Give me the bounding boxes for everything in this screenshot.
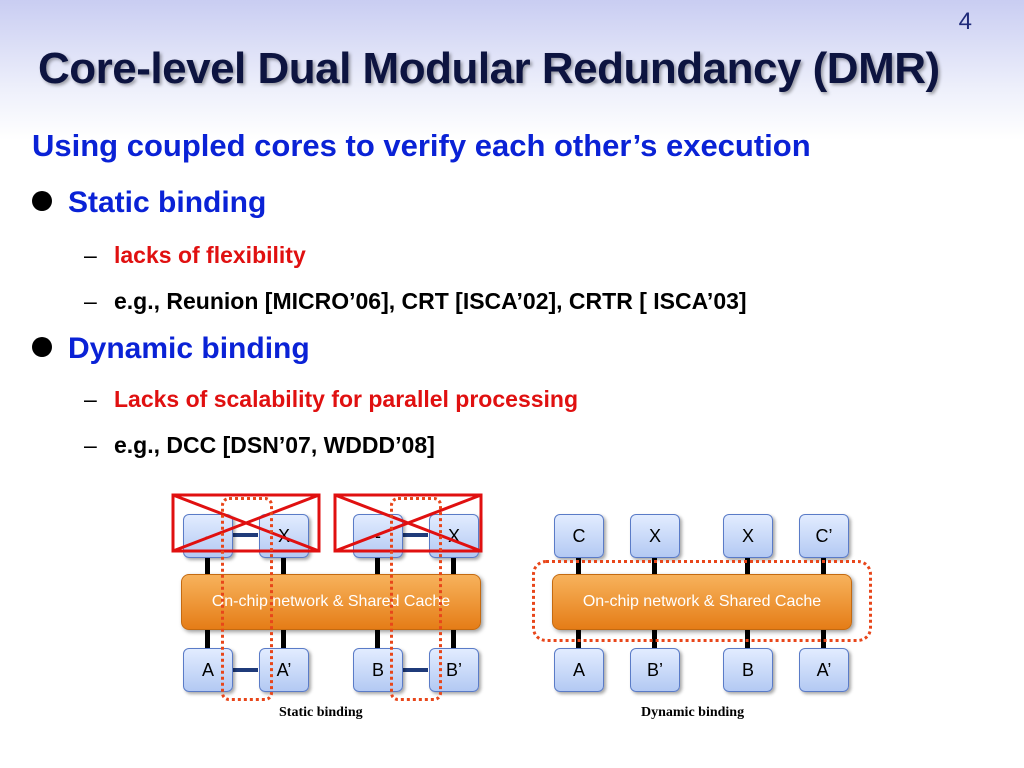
- bullet-dot-icon: [32, 337, 52, 358]
- sub-item: –e.g., Reunion [MICRO’06], CRT [ISCA’02]…: [84, 288, 747, 315]
- bullet-label: Static binding: [68, 186, 267, 219]
- sub-item: –Lacks of scalability for parallel proce…: [84, 386, 578, 413]
- slide-number: 4: [958, 8, 972, 35]
- core-link: [205, 628, 210, 648]
- shared-cache-outline: [532, 560, 872, 642]
- sub-item: –lacks of flexibility: [84, 242, 306, 269]
- pair-link: [402, 668, 428, 672]
- cross-out-icon: [171, 493, 321, 553]
- core-link: [821, 628, 826, 648]
- core-box: C’: [799, 514, 849, 558]
- diagram-caption: Dynamic binding: [641, 705, 745, 720]
- sub-item-text: Lacks of scalability for parallel proces…: [114, 386, 579, 412]
- core-box: A: [183, 648, 233, 692]
- pair-link: [402, 533, 428, 537]
- core-link: [821, 556, 826, 574]
- bullet-dynamic-binding: Dynamic binding: [32, 332, 310, 366]
- bullet-static-binding: Static binding: [32, 186, 266, 220]
- bullet-label: Dynamic binding: [68, 332, 310, 365]
- core-box: A’: [259, 648, 309, 692]
- cross-out-icon: [333, 493, 483, 553]
- core-box: A: [554, 648, 604, 692]
- sub-item-text: e.g., Reunion [MICRO’06], CRT [ISCA’02],…: [114, 288, 747, 314]
- core-link: [576, 628, 581, 648]
- dash-icon: –: [84, 386, 97, 412]
- dash-icon: –: [84, 288, 97, 314]
- core-link: [205, 556, 210, 574]
- sub-item-text: lacks of flexibility: [114, 242, 306, 268]
- pairing-outline: [390, 497, 442, 701]
- core-link: [745, 628, 750, 648]
- core-link: [652, 556, 657, 574]
- core-link: [281, 628, 286, 648]
- slide-subtitle: Using coupled cores to verify each other…: [32, 128, 811, 163]
- slide-title: Core-level Dual Modular Redundancy (DMR): [38, 44, 940, 93]
- bullet-dot-icon: [32, 191, 52, 212]
- core-box: B: [353, 648, 403, 692]
- pair-link: [232, 668, 258, 672]
- core-link: [375, 556, 380, 574]
- core-link: [745, 556, 750, 574]
- core-link: [652, 628, 657, 648]
- sub-item-text: e.g., DCC [DSN’07, WDDD’08]: [114, 432, 435, 458]
- core-box: B: [723, 648, 773, 692]
- core-link: [576, 556, 581, 574]
- dash-icon: –: [84, 432, 97, 458]
- core-link: [451, 628, 456, 648]
- pair-link: [232, 533, 258, 537]
- diagram-caption: Static binding: [279, 705, 363, 720]
- core-link: [451, 556, 456, 574]
- core-link: [281, 556, 286, 574]
- core-box: B’: [630, 648, 680, 692]
- shared-cache-bus: On-chip network & Shared Cache: [552, 574, 852, 630]
- core-box: C: [554, 514, 604, 558]
- core-box: X: [723, 514, 773, 558]
- core-box: A’: [799, 648, 849, 692]
- sub-item: –e.g., DCC [DSN’07, WDDD’08]: [84, 432, 435, 459]
- core-box: B’: [429, 648, 479, 692]
- core-link: [375, 628, 380, 648]
- dash-icon: –: [84, 242, 97, 268]
- core-box: X: [630, 514, 680, 558]
- pairing-outline: [221, 497, 273, 701]
